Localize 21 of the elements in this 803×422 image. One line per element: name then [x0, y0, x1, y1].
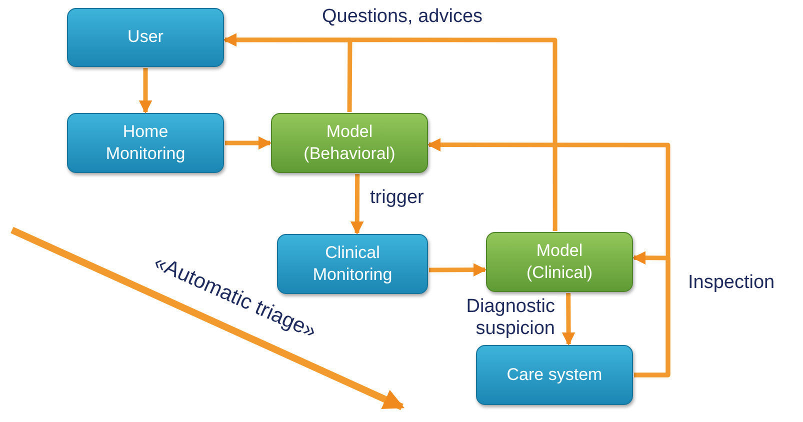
process-box: [476, 345, 633, 405]
process-box: [67, 8, 224, 67]
arrow: [223, 33, 558, 231]
box-label: User: [128, 26, 164, 48]
process-box: [271, 113, 428, 173]
arrow: [350, 174, 364, 235]
box-label: Care system: [506, 364, 602, 386]
edge-label: Questions, advices: [320, 6, 485, 28]
arrow: [562, 292, 576, 346]
edge-label: trigger: [368, 187, 426, 209]
box-label: Model (Clinical): [525, 240, 594, 284]
arrow: [429, 263, 487, 277]
arrow: [632, 251, 670, 378]
box-label: Home Monitoring: [104, 120, 186, 165]
process-box: [277, 234, 428, 294]
box-label: Clinical Monitoring: [312, 242, 394, 286]
box-label: Model (Behavioral): [302, 120, 396, 165]
process-box: [67, 113, 224, 173]
arrow: [225, 136, 272, 150]
process-box: [486, 232, 633, 292]
arrow: [138, 68, 152, 114]
